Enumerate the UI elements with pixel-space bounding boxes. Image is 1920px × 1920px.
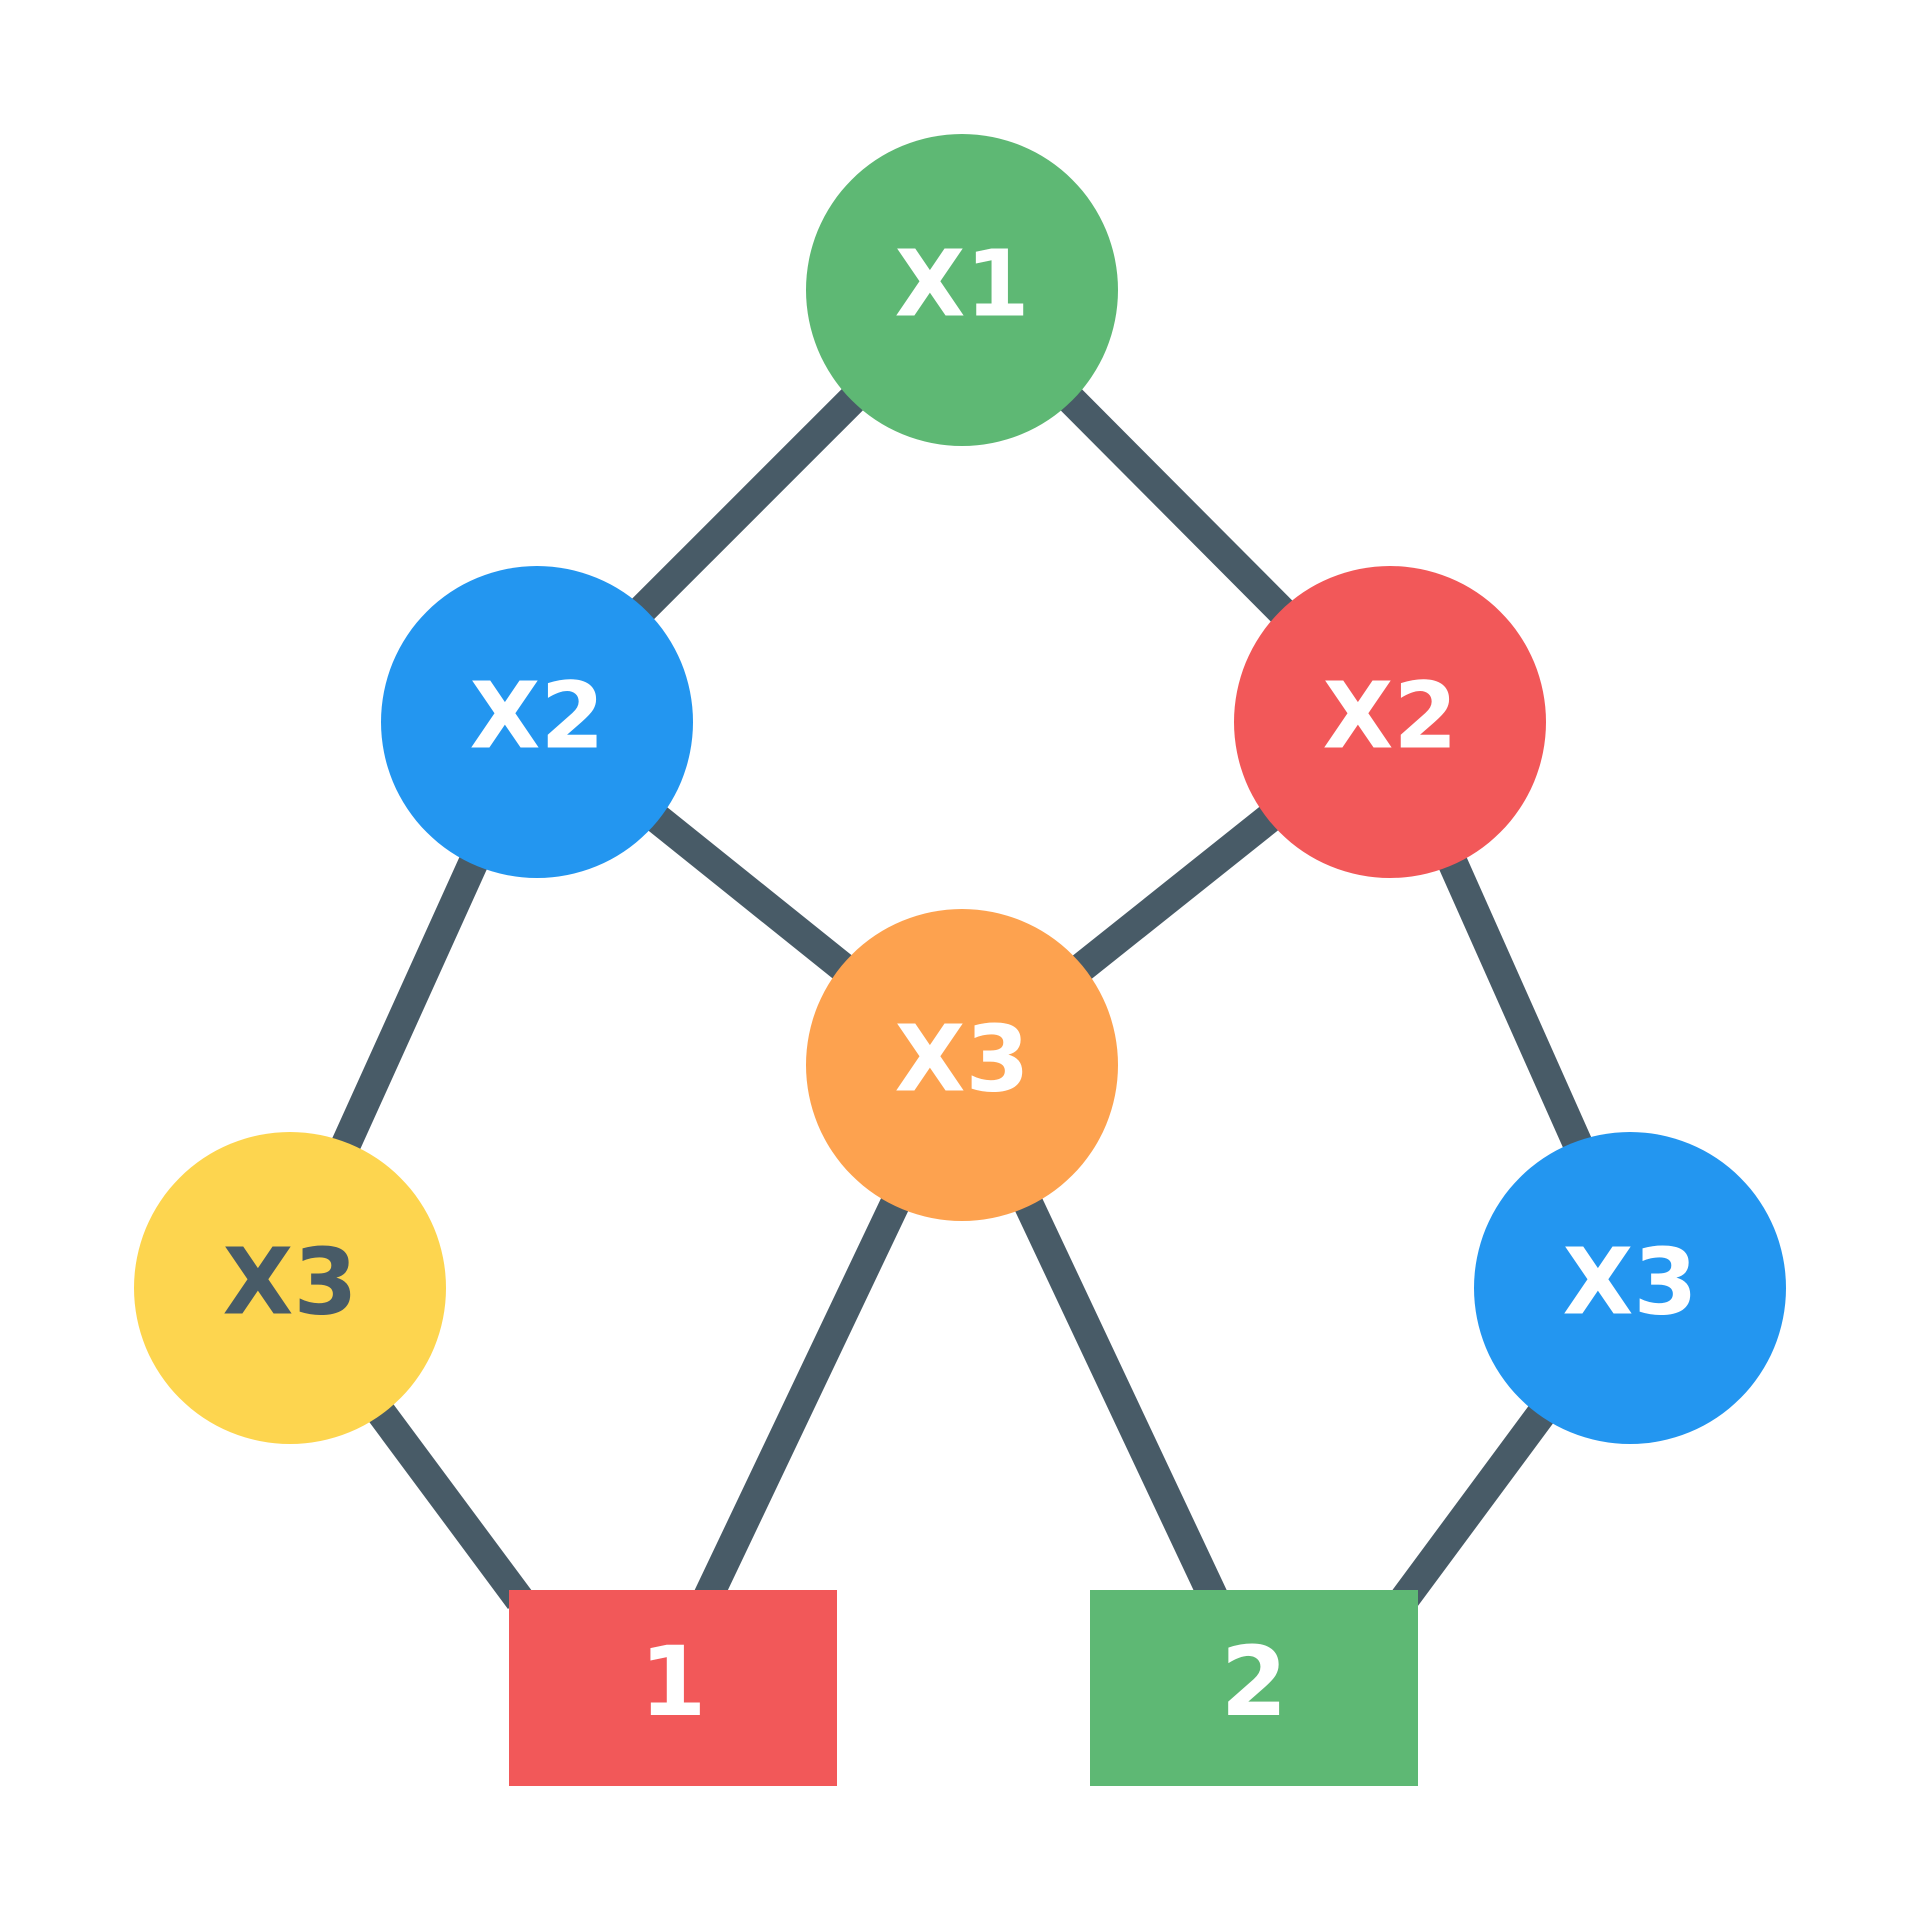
node-root: X1 [806,134,1118,446]
node-left-x3: X3 [134,1132,446,1444]
node-right-x2: X2 [1234,566,1546,878]
leaf-1: 1 [509,1590,837,1786]
node-left-x2: X2 [381,566,693,878]
node-left-x2-label: X2 [470,663,605,770]
node-root-label: X1 [895,231,1030,338]
node-left-x3-circle [134,1132,446,1444]
leaf-2-label: 2 [1221,1626,1288,1738]
node-center-x3: X3 [806,909,1118,1221]
node-center-x3-circle [806,909,1118,1221]
leaf-1-box [509,1590,837,1786]
node-right-x3-circle [1474,1132,1786,1444]
leaf-2: 2 [1090,1590,1418,1786]
leaf-1-label: 1 [640,1626,707,1738]
node-right-x2-label: X2 [1323,663,1458,770]
node-right-x3-label: X3 [1563,1229,1698,1336]
node-root-circle [806,134,1118,446]
node-left-x2-circle [381,566,693,878]
node-left-x3-label: X3 [223,1229,358,1336]
leaf-2-box [1090,1590,1418,1786]
node-right-x2-circle [1234,566,1546,878]
node-right-x3: X3 [1474,1132,1786,1444]
node-center-x3-label: X3 [895,1006,1030,1113]
